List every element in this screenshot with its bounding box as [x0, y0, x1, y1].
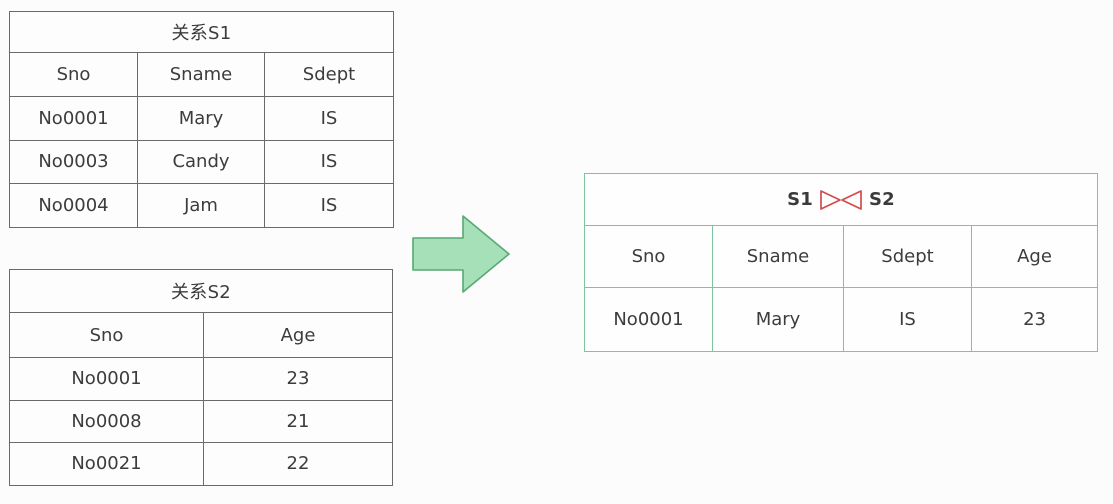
cell-age: 21 — [202, 399, 394, 443]
cell-sno: No0008 — [9, 399, 204, 443]
table-header-row: Sno Sname Sdept Age — [584, 225, 1099, 288]
table-row: No0008 21 — [9, 399, 394, 443]
cell-sdept: IS — [264, 183, 394, 228]
join-operand-left: S1 — [787, 188, 814, 210]
cell-age: 23 — [202, 357, 394, 401]
cell-sdept: IS — [843, 287, 972, 352]
cell-sno: No0021 — [9, 442, 204, 486]
column-header-sno: Sno — [9, 52, 138, 97]
cell-age: 23 — [970, 287, 1099, 352]
join-bowtie-icon — [818, 189, 864, 211]
join-expression: S1 S2 — [585, 189, 1097, 211]
relation-table-join-result: S1 S2 Sno Sname Sdept Age — [583, 173, 1099, 352]
table-title-s1: 关系S1 — [9, 11, 394, 53]
relation-table-s1: 关系S1 Sno Sname Sdept No0001 Mary IS No00… — [9, 11, 394, 228]
table-row: No0021 22 — [9, 442, 394, 486]
cell-sdept: IS — [264, 139, 394, 184]
column-header-sname: Sname — [137, 52, 265, 97]
relation-table-s2: 关系S2 Sno Age No0001 23 No0008 21 No0021 … — [8, 269, 394, 486]
table-header-row: Sno Sname Sdept — [9, 52, 394, 97]
column-header-sno: Sno — [584, 225, 713, 288]
table-row: No0004 Jam IS — [9, 183, 394, 228]
table-header-row: Sno Age — [9, 312, 394, 358]
column-header-sno: Sno — [9, 312, 204, 358]
table-row: No0001 Mary IS — [9, 96, 394, 141]
cell-sno: No0004 — [9, 183, 138, 228]
cell-sno: No0001 — [584, 287, 713, 352]
column-header-sdept: Sdept — [264, 52, 394, 97]
cell-age: 22 — [202, 442, 394, 486]
column-header-sname: Sname — [712, 225, 844, 288]
table-row: No0001 23 — [9, 357, 394, 401]
cell-sname: Jam — [137, 183, 265, 228]
join-operand-right: S2 — [869, 188, 895, 210]
column-header-age: Age — [202, 312, 394, 358]
table-title-row: 关系S1 — [9, 11, 394, 53]
column-header-age: Age — [970, 225, 1099, 288]
right-arrow-icon — [412, 215, 510, 293]
table-title-row: S1 S2 — [583, 173, 1099, 226]
cell-sname: Mary — [137, 96, 265, 141]
table-row: No0001 Mary IS 23 — [584, 287, 1099, 352]
cell-sno: No0003 — [9, 139, 138, 184]
table-title-row: 关系S2 — [8, 269, 394, 313]
column-header-sdept: Sdept — [843, 225, 972, 288]
cell-sname: Mary — [712, 287, 844, 352]
cell-sno: No0001 — [9, 96, 138, 141]
table-title-s2: 关系S2 — [8, 269, 394, 313]
cell-sdept: IS — [264, 96, 394, 141]
table-title-join: S1 S2 — [583, 173, 1099, 226]
table-row: No0003 Candy IS — [9, 139, 394, 184]
cell-sname: Candy — [137, 139, 265, 184]
cell-sno: No0001 — [9, 357, 204, 401]
